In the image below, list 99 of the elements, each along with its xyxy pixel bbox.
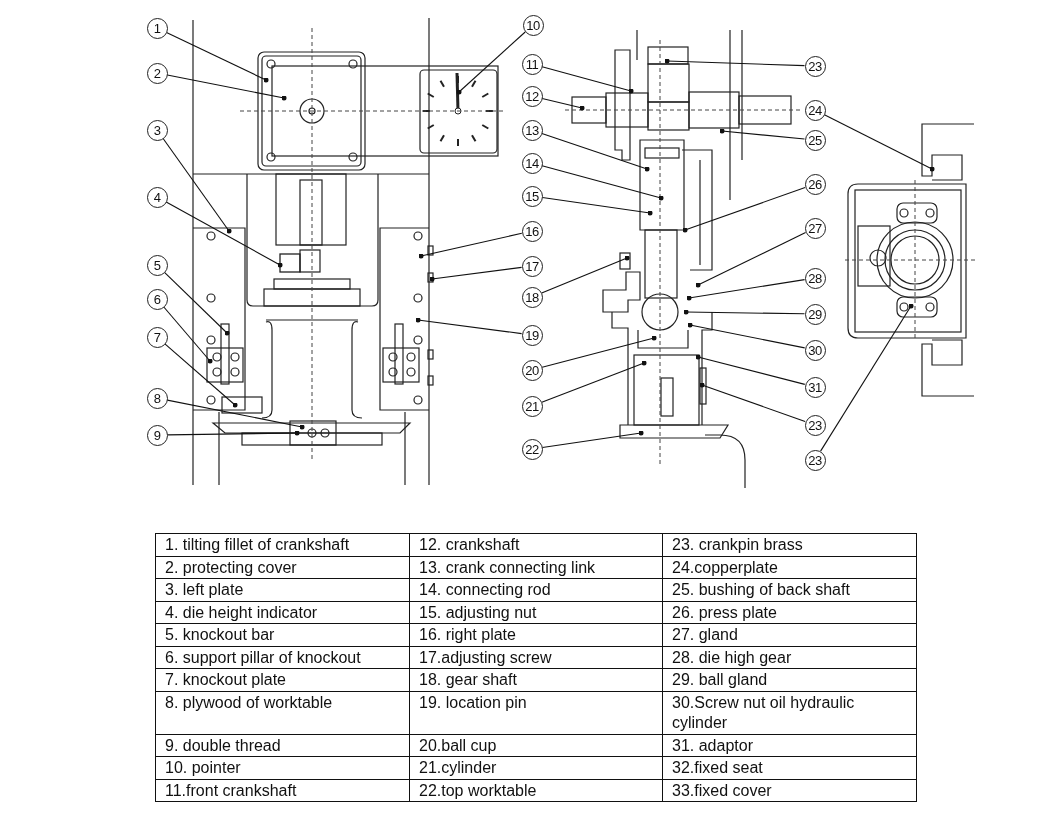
- callout-number: 15: [521, 185, 543, 207]
- callout-number: 28: [804, 267, 826, 289]
- callout-number: 1: [146, 17, 168, 39]
- callout-number: 5: [146, 254, 168, 276]
- callout-number: 19: [521, 324, 543, 346]
- table-cell: 15. adjusting nut: [410, 601, 663, 624]
- callout-number: 31: [804, 376, 826, 398]
- table-cell: 1. tilting fillet of crankshaft: [156, 534, 410, 557]
- callout-number: 20: [521, 359, 543, 381]
- table-cell: 6. support pillar of knockout: [156, 646, 410, 669]
- leader-line: [541, 97, 585, 111]
- table-cell: 11.front crankshaft: [156, 779, 410, 802]
- leader-line: [683, 309, 806, 315]
- leader-line: [541, 196, 653, 216]
- leader-line: [664, 58, 806, 67]
- table-cell: 27. gland: [663, 624, 917, 647]
- leader-line: [682, 186, 806, 233]
- table-cell: 3. left plate: [156, 579, 410, 602]
- table-cell: 29. ball gland: [663, 669, 917, 692]
- table-cell: 32.fixed seat: [663, 757, 917, 780]
- table-cell: 26. press plate: [663, 601, 917, 624]
- table-cell: 24.copperplate: [663, 556, 917, 579]
- callout-number: 18: [521, 286, 543, 308]
- leader-line: [823, 114, 935, 172]
- table-cell: 10. pointer: [156, 757, 410, 780]
- callout-number: 2: [146, 62, 168, 84]
- leader-line: [166, 74, 287, 101]
- table-cell: 21.cylinder: [410, 757, 663, 780]
- leader-line: [162, 137, 232, 234]
- leader-line: [166, 430, 300, 436]
- callout-number: 27: [804, 217, 826, 239]
- leader-line: [541, 165, 664, 201]
- leader-line: [687, 322, 806, 349]
- leader-line: [418, 232, 523, 259]
- callout-number: 26: [804, 173, 826, 195]
- callout-number: 23: [804, 414, 826, 436]
- table-cell: 20.ball cup: [410, 734, 663, 757]
- callout-number: 7: [146, 326, 168, 348]
- leader-line: [541, 360, 647, 403]
- table-cell: 16. right plate: [410, 624, 663, 647]
- callout-number: 21: [521, 395, 543, 417]
- table-cell: 13. crank connecting link: [410, 556, 663, 579]
- leader-line: [163, 271, 230, 336]
- table-cell: 23. crankpin brass: [663, 534, 917, 557]
- callout-number: 8: [146, 387, 168, 409]
- table-cell: 31. adaptor: [663, 734, 917, 757]
- leader-line: [699, 382, 806, 423]
- leader-line: [541, 335, 657, 368]
- leader-line: [541, 132, 650, 172]
- callout-number: 16: [521, 220, 543, 242]
- leader-line: [541, 255, 630, 294]
- leader-line: [164, 343, 238, 408]
- leader-line: [415, 317, 523, 335]
- table-cell: 4. die height indicator: [156, 601, 410, 624]
- leader-line: [163, 306, 213, 364]
- callout-number: 10: [522, 14, 544, 36]
- table-cell: 14. connecting rod: [410, 579, 663, 602]
- leader-line: [165, 31, 269, 83]
- table-cell: 18. gear shaft: [410, 669, 663, 692]
- callout-number: 9: [146, 424, 168, 446]
- table-cell: 2. protecting cover: [156, 556, 410, 579]
- table-cell: 12. crankshaft: [410, 534, 663, 557]
- leader-line: [695, 232, 807, 288]
- leader-line: [541, 66, 634, 94]
- callout-number: 13: [521, 119, 543, 141]
- callout-number: 6: [146, 288, 168, 310]
- leader-line: [695, 354, 806, 385]
- callout-number: 30: [804, 339, 826, 361]
- callout-number: 23: [804, 55, 826, 77]
- table-cell: 7. knockout plate: [156, 669, 410, 692]
- callout-number: 14: [521, 152, 543, 174]
- leader-line: [456, 31, 526, 95]
- table-cell: 28. die high gear: [663, 646, 917, 669]
- callout-number: 25: [804, 129, 826, 151]
- table-cell: 5. knockout bar: [156, 624, 410, 647]
- leader-line: [719, 128, 806, 140]
- leader-line: [165, 201, 283, 268]
- table-cell: 8. plywood of worktable: [156, 691, 410, 735]
- callout-number: 12: [521, 85, 543, 107]
- callout-number: 4: [146, 186, 168, 208]
- callout-number: 11: [521, 53, 543, 75]
- leader-line: [429, 266, 523, 282]
- callout-number: 23: [804, 449, 826, 471]
- leader-line: [541, 430, 644, 449]
- leader-line: [686, 279, 806, 301]
- table-cell: 30.Screw nut oil hydraulic cylinder: [663, 691, 917, 735]
- table-cell: 17.adjusting screw: [410, 646, 663, 669]
- callout-number: 17: [521, 255, 543, 277]
- table-cell: 25. bushing of back shaft: [663, 579, 917, 602]
- table-cell: 33.fixed cover: [663, 779, 917, 802]
- callout-number: 22: [521, 438, 543, 460]
- table-cell: 9. double thread: [156, 734, 410, 757]
- table-cell: 22.top worktable: [410, 779, 663, 802]
- table-cell: 19. location pin: [410, 691, 663, 735]
- callout-number: 24: [804, 99, 826, 121]
- callout-number: 29: [804, 303, 826, 325]
- leader-line: [820, 303, 914, 452]
- leader-line: [166, 399, 305, 430]
- callout-number: 3: [146, 119, 168, 141]
